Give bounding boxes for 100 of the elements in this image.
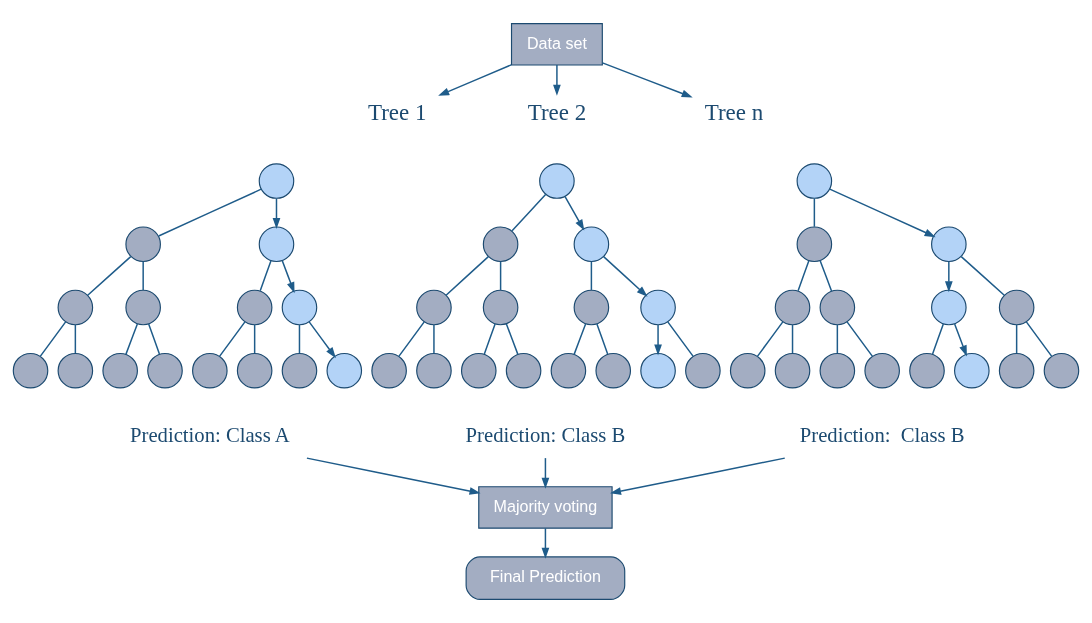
arrow (564, 195, 585, 231)
node-circle (281, 289, 318, 326)
node-circle (640, 352, 676, 389)
node-circle (573, 226, 610, 263)
node-text: Prediction: Class B (465, 424, 626, 447)
node-circle (640, 289, 676, 326)
arrow (438, 64, 512, 96)
connector (590, 261, 593, 291)
arrow (306, 457, 481, 495)
node-text: Prediction: Class B (799, 424, 965, 447)
node-circle (482, 289, 519, 326)
connector (931, 323, 945, 355)
connector (157, 188, 262, 237)
connector (813, 197, 816, 228)
connector (797, 260, 810, 292)
connector (596, 323, 609, 355)
connector (756, 321, 784, 358)
connector (398, 321, 425, 358)
connector (74, 324, 77, 354)
node-circle (258, 226, 295, 263)
node-circle (236, 352, 273, 389)
arrow (829, 188, 936, 238)
node-circle (416, 289, 452, 326)
connector (1025, 321, 1053, 358)
node-circle (550, 352, 587, 389)
connector (819, 260, 833, 292)
node-circle (931, 289, 967, 326)
node-circle (281, 352, 318, 389)
connector (511, 193, 547, 232)
node-circle (595, 352, 632, 389)
arrow (944, 261, 953, 293)
node-circle (819, 352, 856, 389)
node-circle (147, 352, 183, 389)
node-circle (573, 289, 610, 326)
connector (147, 323, 161, 355)
connector (86, 255, 132, 296)
node-circle (931, 226, 967, 263)
node-text: Tree 1 (367, 100, 427, 126)
connector (573, 323, 587, 356)
node-circle (258, 163, 295, 199)
node-circle (460, 352, 497, 389)
arrow (654, 324, 662, 356)
node-circle (796, 226, 833, 263)
node-box: Data set (510, 23, 603, 66)
connector (836, 324, 839, 354)
connector (483, 323, 496, 355)
connector (505, 323, 519, 356)
node-text: Prediction: Class A (130, 424, 290, 447)
node-circle (998, 289, 1035, 326)
node-circle (954, 352, 990, 389)
node-circle (57, 352, 94, 389)
connector (791, 324, 794, 354)
node-box: Majority voting (478, 486, 613, 529)
connector (125, 323, 139, 356)
node-box: Final Prediction (465, 556, 626, 600)
connector (667, 321, 694, 358)
node-circle (909, 352, 945, 389)
node-circle (505, 352, 542, 389)
node-circle (864, 352, 900, 389)
node-circle (774, 289, 811, 326)
connector (253, 324, 256, 354)
arrow (281, 260, 295, 294)
connector (846, 321, 874, 358)
arrow (601, 62, 693, 98)
arrow (541, 527, 550, 559)
arrow (308, 321, 336, 359)
connector (142, 261, 144, 291)
node-circle (102, 352, 138, 389)
node-circle (796, 163, 833, 199)
node-circle (192, 352, 228, 389)
node-circle (685, 352, 721, 389)
node-circle (482, 226, 519, 263)
connector (39, 321, 67, 358)
arrow (610, 457, 786, 495)
connector (960, 255, 1006, 296)
node-circle (57, 289, 94, 326)
arrow (553, 64, 561, 96)
node-circle (125, 289, 161, 326)
node-circle (416, 352, 452, 389)
node-circle (326, 352, 363, 389)
connector (499, 261, 502, 291)
node-circle (371, 352, 407, 389)
node-text: Tree 2 (527, 100, 587, 126)
connector (1015, 324, 1018, 354)
node-circle (125, 226, 161, 263)
node-circle (729, 352, 766, 389)
arrow (602, 255, 648, 297)
node-circle (819, 289, 856, 326)
arrow (272, 197, 281, 229)
connector (259, 260, 272, 292)
connector (433, 324, 435, 354)
arrow (953, 323, 967, 357)
connector (445, 255, 490, 296)
node-circle (1043, 352, 1080, 389)
node-circle (12, 352, 49, 389)
node-circle (774, 352, 811, 389)
node-circle (236, 289, 273, 326)
node-circle (539, 163, 575, 199)
node-circle (998, 352, 1035, 389)
connector (218, 321, 246, 358)
